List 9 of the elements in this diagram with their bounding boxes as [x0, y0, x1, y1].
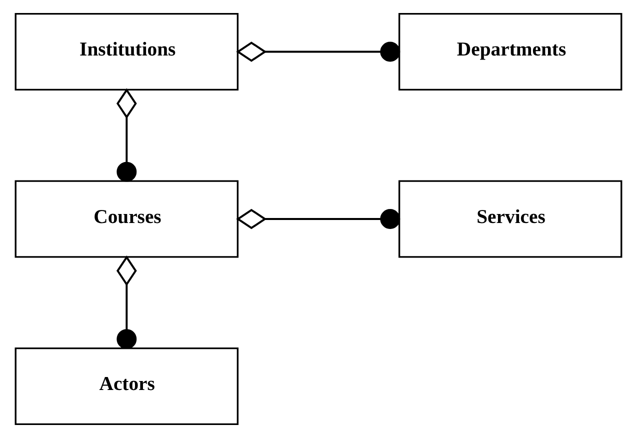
node-box: Courses [14, 180, 239, 258]
connector [116, 88, 137, 182]
node-box: Actors [14, 347, 239, 426]
connector [116, 256, 137, 350]
connector [236, 208, 400, 230]
connector [236, 42, 400, 62]
node-box: Institutions [14, 12, 239, 91]
node-box: Departments [398, 12, 622, 91]
node-box: Services [398, 180, 622, 258]
